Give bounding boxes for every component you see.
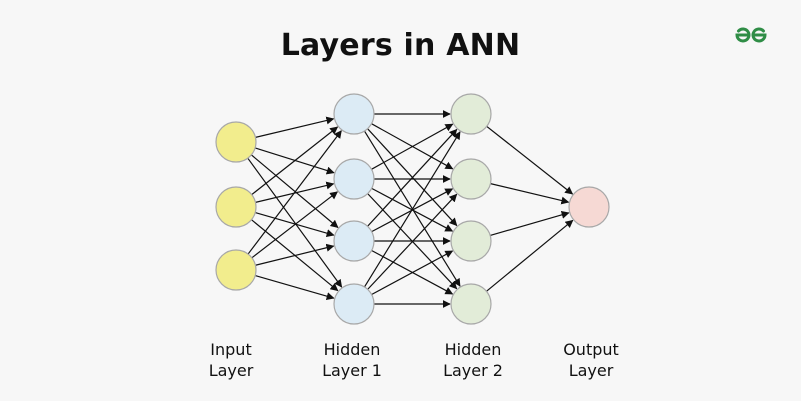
edge-l0-n0-to-l1-n2 bbox=[250, 154, 339, 229]
edge-l1-n3-to-l2-n2 bbox=[371, 250, 454, 296]
edge-l0-n0-to-l1-n3 bbox=[247, 157, 343, 288]
hidden-1-node-4 bbox=[333, 283, 375, 325]
edge-l0-n1-to-l1-n2 bbox=[255, 211, 335, 238]
edge-l0-n0-to-l1-n0 bbox=[255, 116, 335, 138]
edge-l2-n2-to-l3-n0 bbox=[490, 210, 570, 237]
output-layer-label-line2: Layer bbox=[568, 361, 614, 380]
input-layer-label-line2: Layer bbox=[208, 361, 254, 380]
output-node-1 bbox=[568, 186, 610, 228]
hidden-layer-2-label-line1: Hidden bbox=[444, 340, 502, 359]
input-layer-label-line1: Input bbox=[210, 340, 252, 359]
hidden-layer-1-label: Hidden Layer 1 bbox=[297, 339, 407, 381]
edge-l0-n2-to-l1-n1 bbox=[251, 191, 339, 259]
edge-l2-n1-to-l3-n0 bbox=[490, 183, 570, 205]
page-title: Layers in ANN bbox=[280, 28, 521, 63]
edge-l2-n0-to-l3-n0 bbox=[486, 125, 574, 195]
hidden-1-node-2 bbox=[333, 158, 375, 200]
hidden-layer-2-label-line2: Layer 2 bbox=[443, 361, 503, 380]
edge-l1-n2-to-l2-n0 bbox=[367, 128, 458, 227]
hidden-1-node-1 bbox=[333, 93, 375, 135]
network-nodes bbox=[215, 93, 610, 325]
input-node-3 bbox=[215, 249, 257, 291]
hidden-2-node-1 bbox=[450, 93, 492, 135]
hidden-layer-1-label-line1: Hidden bbox=[323, 340, 381, 359]
hidden-layer-2-label: Hidden Layer 2 bbox=[418, 339, 528, 381]
output-layer-label: Output Layer bbox=[536, 339, 646, 381]
edge-l2-n3-to-l3-n0 bbox=[486, 219, 574, 292]
input-node-2 bbox=[215, 186, 257, 228]
output-layer-label-line1: Output bbox=[563, 340, 619, 359]
input-layer-label: Input Layer bbox=[176, 339, 286, 381]
edge-l1-n3-to-l2-n0 bbox=[363, 131, 461, 288]
edge-l1-n3-to-l2-n1 bbox=[367, 193, 458, 290]
edge-l0-n2-to-l1-n0 bbox=[247, 130, 342, 255]
edge-l1-n1-to-l2-n0 bbox=[371, 123, 454, 170]
hidden-2-node-2 bbox=[450, 158, 492, 200]
geeksforgeeks-logo-icon bbox=[735, 27, 767, 43]
connection-lines bbox=[247, 110, 574, 308]
input-node-1 bbox=[215, 121, 257, 163]
hidden-layer-1-label-line2: Layer 1 bbox=[322, 361, 382, 380]
hidden-1-node-3 bbox=[333, 220, 375, 262]
hidden-2-node-4 bbox=[450, 283, 492, 325]
hidden-2-node-3 bbox=[450, 220, 492, 262]
edge-l0-n2-to-l1-n2 bbox=[255, 243, 335, 266]
edge-l0-n2-to-l1-n3 bbox=[255, 274, 335, 301]
edge-l0-n1-to-l1-n0 bbox=[251, 126, 339, 196]
